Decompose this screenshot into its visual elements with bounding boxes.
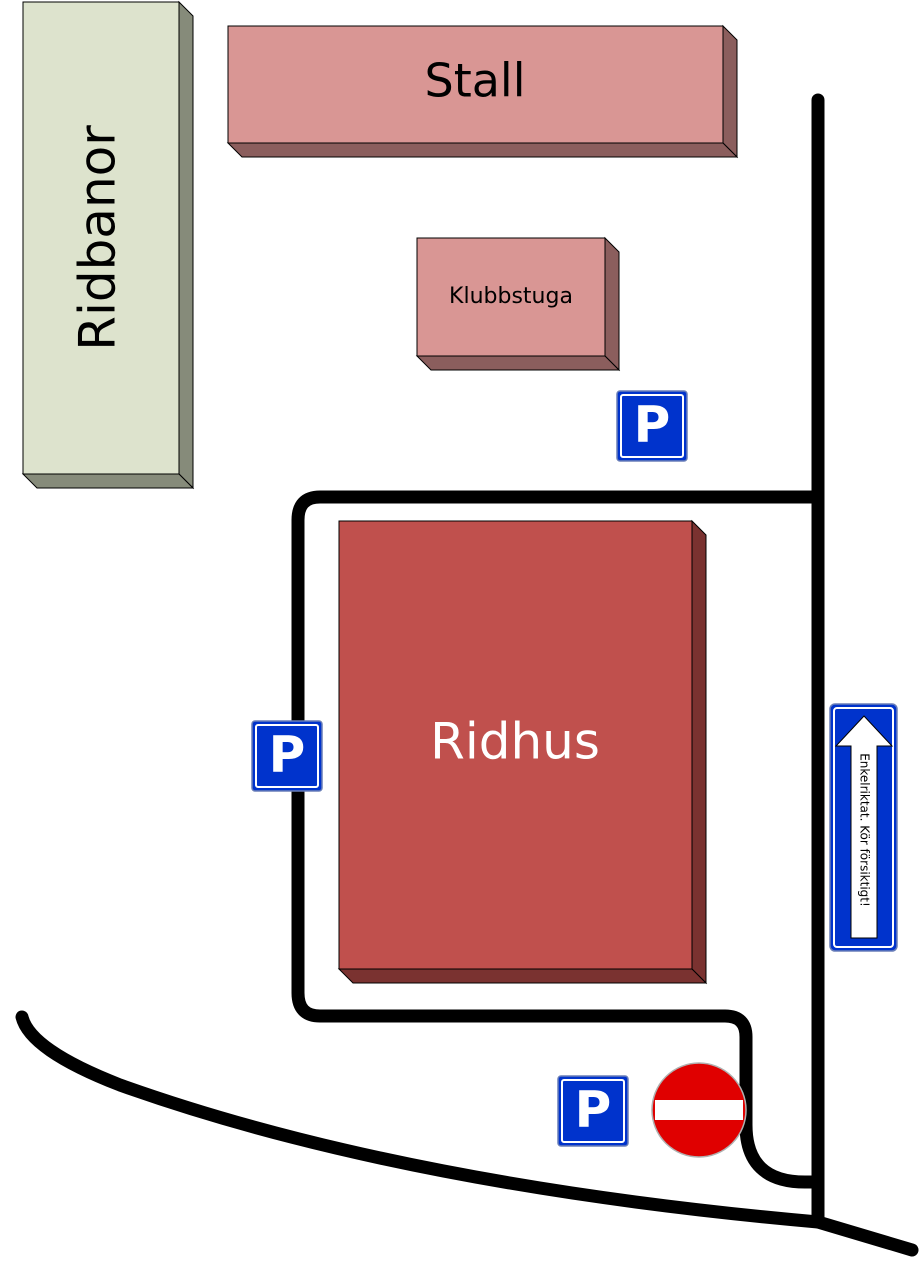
- main-road: [15, 1010, 919, 1257]
- stall-side: [722, 24, 738, 159]
- stall-face: [227, 25, 724, 144]
- one-way-arrow-icon: [834, 715, 894, 939]
- ridhus-face: [338, 520, 693, 970]
- ridbanor-label: Ridbanor: [69, 125, 127, 351]
- ridhus-side: [691, 519, 707, 985]
- ridbanor-side: [178, 0, 194, 490]
- klubbstuga-face: [416, 237, 606, 357]
- no-entry-icon: [651, 1062, 747, 1158]
- stall-bottom: [226, 142, 739, 158]
- parking-sign-icon: P: [616, 390, 688, 462]
- ridhus-label: Ridhus: [430, 713, 600, 771]
- one-way-sign: Enkelriktat. Kör försiktigt!: [829, 703, 898, 952]
- ridhus-bottom: [337, 968, 708, 984]
- roads: [15, 93, 919, 1257]
- parking-sign-icon: P: [251, 720, 323, 792]
- parking-sign-label: P: [269, 726, 306, 784]
- building-ridhus: Ridhus: [337, 519, 708, 985]
- building-stall: Stall: [226, 24, 739, 159]
- building-ridbanor: Ridbanor: [21, 0, 195, 490]
- klubbstuga-side: [604, 236, 620, 372]
- building-klubbstuga: Klubbstuga: [415, 236, 621, 372]
- loop-road: [291, 490, 825, 1189]
- parking-sign-icon: P: [557, 1075, 629, 1147]
- klubbstuga-bottom: [415, 355, 621, 371]
- parking-sign-label: P: [634, 396, 671, 454]
- ridbanor-face: [22, 1, 180, 475]
- klubbstuga-label: Klubbstuga: [449, 284, 573, 309]
- stall-label: Stall: [425, 54, 526, 108]
- ridbanor-bottom: [21, 473, 195, 489]
- parking-sign-label: P: [575, 1081, 612, 1139]
- one-way-sign-text: Enkelriktat. Kör försiktigt!: [858, 753, 872, 907]
